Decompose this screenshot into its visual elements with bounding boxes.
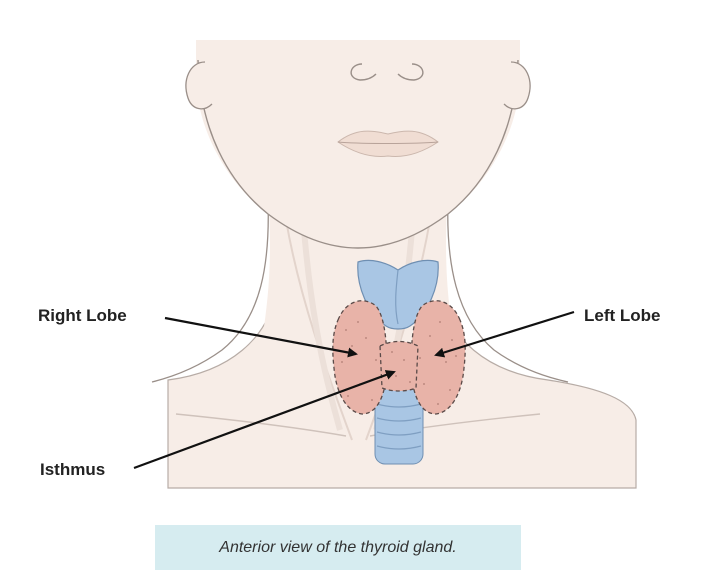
mouth-line xyxy=(337,141,439,144)
right-lobe-shape xyxy=(332,300,388,415)
neck-outline-left xyxy=(151,199,269,383)
right-lobe-label: Right Lobe xyxy=(38,306,127,325)
trachea xyxy=(374,387,424,465)
isthmus-arrow xyxy=(133,370,396,470)
clavicle-left xyxy=(175,413,347,437)
caption-text: Anterior view of the thyroid gland. xyxy=(219,538,457,556)
isthmus-shape xyxy=(379,340,419,392)
neck-outline-right xyxy=(447,199,569,383)
right-lobe-arrow xyxy=(164,316,358,358)
nose-left xyxy=(350,63,377,81)
ear-left xyxy=(185,61,213,110)
cartilage-notch xyxy=(395,269,399,325)
ear-right xyxy=(503,61,531,110)
caption-box: Anterior view of the thyroid gland. xyxy=(155,525,521,570)
left-lobe-arrow xyxy=(434,310,575,358)
left-lobe-label: Left Lobe xyxy=(584,306,661,325)
isthmus-label: Isthmus xyxy=(40,460,106,479)
neck-shadow-left xyxy=(301,229,343,431)
nose-right xyxy=(397,63,424,81)
jaw-outline xyxy=(197,59,519,249)
